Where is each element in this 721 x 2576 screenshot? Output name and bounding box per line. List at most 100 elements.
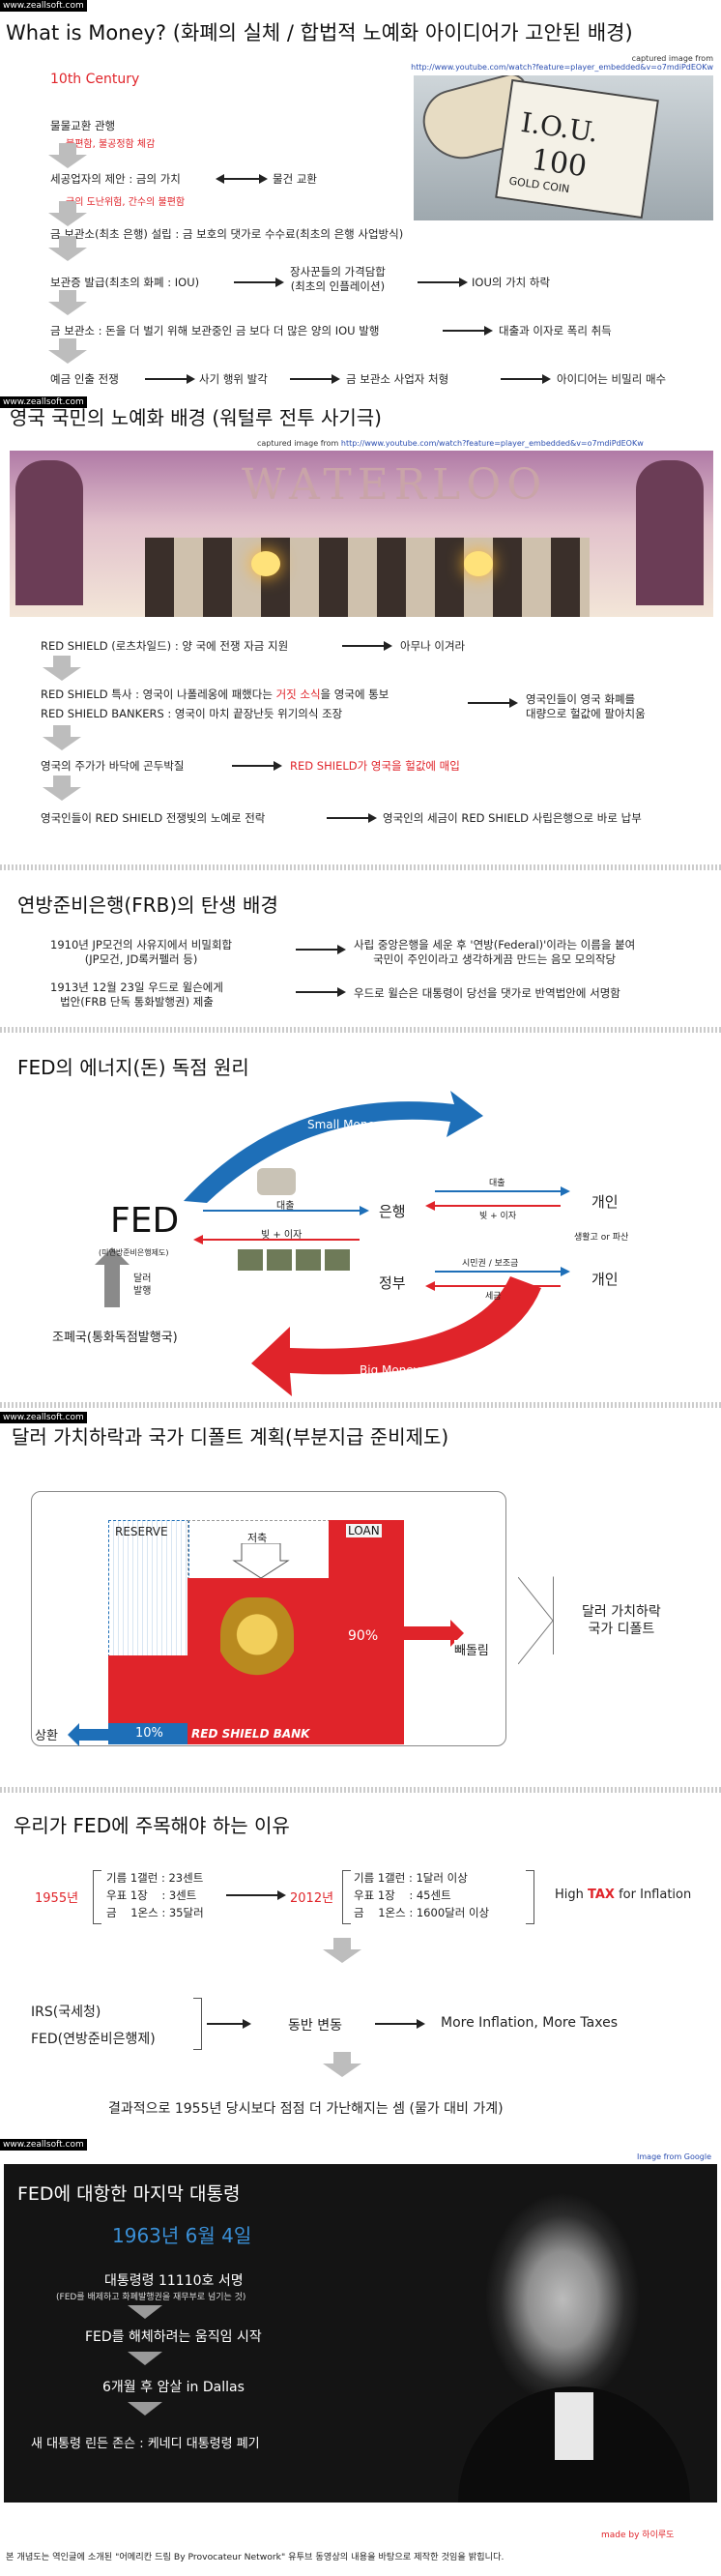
eagle-emblem-icon xyxy=(220,1597,294,1690)
reserve-label: RESERVE xyxy=(115,1525,168,1538)
s3-row0b: 사립 중앙은행을 세운 후 '연방(Federal)'이라는 이름을 붙여 국민… xyxy=(354,938,636,966)
section-divider xyxy=(0,864,721,870)
arrow-icon xyxy=(207,2019,251,2029)
jfk-shirt xyxy=(555,2392,593,2460)
bank-label: 은행 xyxy=(379,1203,406,1220)
section-fractional-reserve: www.zeallsoft.com 달러 가치하락과 국가 디폴트 계획(부분지… xyxy=(0,1412,721,1770)
arrow-icon xyxy=(145,374,195,384)
year-1955: 1955년 xyxy=(35,1891,79,1906)
repay-arrow xyxy=(77,1729,110,1741)
section-title: 영국 국민의 노예화 배경 (워털루 전투 사기극) xyxy=(10,406,382,429)
big-money-arrow xyxy=(251,1276,541,1396)
list-2012-1: 우표 1장 : 45센트 xyxy=(354,1888,451,1902)
s2-row3b: 영국인의 세금이 RED SHIELD 사립은행으로 바로 납부 xyxy=(383,811,642,825)
jfk-date: 1963년 6월 4일 xyxy=(112,2224,252,2247)
loan-label: 대출 xyxy=(276,1201,295,1212)
repay-arrow-head xyxy=(68,1723,79,1746)
s1-row4b: 대출과 이자로 폭리 취득 xyxy=(499,324,612,337)
brace-irs-fed xyxy=(193,1998,202,2050)
assassination: 6개월 후 암살 in Dallas xyxy=(102,2380,245,2395)
waterloo-text: WATERLOO xyxy=(242,460,548,510)
repay-label: 상환 xyxy=(35,1729,58,1743)
section-divider xyxy=(0,1402,721,1408)
arrow-icon xyxy=(232,761,282,771)
iou-illustration: I.O.U. 100 GOLD COIN xyxy=(414,75,713,220)
order-abolished: 새 대통령 린든 존슨 : 케네디 대통령령 폐기 xyxy=(31,2437,260,2451)
section-fed-monopoly: FED의 에너지(돈) 독점 원리 Small Money Big Money … xyxy=(0,1037,721,1404)
bond-label: 시민권 / 보조금 xyxy=(462,1259,519,1269)
reserve-box: RESERVE xyxy=(108,1520,189,1657)
down-arrow xyxy=(43,776,81,801)
s1-row2: 금 보관소(최초 은행) 설립 : 금 보호의 댓가로 수수료(최초의 은행 사… xyxy=(50,227,404,241)
brace-right xyxy=(526,1870,534,1924)
section-title: 연방준비은행(FRB)의 탄생 배경 xyxy=(17,893,278,917)
hardship-label: 생활고 or 파산 xyxy=(574,1233,629,1243)
down-arrow xyxy=(323,1938,361,1963)
big-money-label: Big Money xyxy=(360,1363,420,1377)
down-arrow xyxy=(48,290,87,315)
made-by: made by 하이루도 xyxy=(601,2531,675,2540)
s3-row1a: 1913년 12월 23일 우드로 윌슨에게 법안(FRB 단독 통화발행권) … xyxy=(50,981,223,1009)
government-label: 정부 xyxy=(379,1274,406,1292)
arrow-icon xyxy=(296,987,346,997)
s2-row0a: RED SHIELD (로츠차일드) : 양 국에 전쟁 자금 지원 xyxy=(41,639,289,653)
money-flow-arrows xyxy=(95,1091,570,1396)
down-arrow xyxy=(48,338,87,364)
s2-row0b: 아무나 이겨라 xyxy=(400,639,466,653)
bank-body xyxy=(187,1578,329,1744)
arrow-icon xyxy=(234,278,284,287)
century-label: 10th Century xyxy=(50,72,140,87)
watermark: www.zeallsoft.com xyxy=(0,0,87,12)
s2-row1a4: RED SHIELD BANKERS : 영국이 마치 끝장난듯 위기의식 조장 xyxy=(41,707,343,720)
arrow-icon xyxy=(418,278,468,287)
section-title: 우리가 FED에 주목해야 하는 이유 xyxy=(14,1814,290,1837)
individual-label-2: 개인 xyxy=(591,1271,619,1288)
down-arrow xyxy=(48,236,87,261)
s1-row3b: 장사꾼들의 가격담합 (최초의 인플레이션) xyxy=(290,265,386,293)
section-frb-birth: 연방준비은행(FRB)의 탄생 배경 1910년 JP모건의 사유지에서 비밀회… xyxy=(0,874,721,1029)
s1-note1: 금의 도난위험, 간수의 불편함 xyxy=(66,197,186,208)
diagram-frame xyxy=(31,1491,506,1746)
down-arrow xyxy=(323,2052,361,2077)
image-caption: captured image from http://www.youtube.c… xyxy=(411,54,713,72)
explosion-right xyxy=(464,551,493,576)
section-what-is-money: www.zeallsoft.com What is Money? (화폐의 실체… xyxy=(0,0,721,396)
s2-row1b: 영국인들이 영국 화폐를 대량으로 헐값에 팔아치움 xyxy=(526,692,646,720)
banker-right xyxy=(636,460,704,605)
arrow-icon xyxy=(468,698,518,708)
high-tax-label: High TAX for Inflation xyxy=(555,1888,692,1902)
percent-90: 90% xyxy=(348,1628,379,1644)
section-why-fed: 우리가 FED에 주목해야 하는 이유 1955년 기름 1갤런 : 23센트 … xyxy=(0,1797,721,2133)
section-divider xyxy=(0,1027,721,1033)
issue-arrow xyxy=(95,1247,130,1307)
debt-interest-label: 빚 + 이자 xyxy=(261,1230,303,1241)
joint-label: 동반 변동 xyxy=(288,2018,342,2034)
list-1955-2: 금 1온스 : 35달러 xyxy=(106,1906,204,1919)
explosion-left xyxy=(251,551,280,576)
arrow-icon xyxy=(443,326,493,336)
tax-label: 세금 xyxy=(485,1292,502,1302)
s2-row2a: 영국의 주가가 바닥에 곤두박질 xyxy=(41,759,185,773)
s2-row2b: RED SHIELD가 영국을 헐값에 매입 xyxy=(290,759,460,773)
arrow-icon xyxy=(327,813,377,823)
percent-10: 10% xyxy=(135,1726,163,1741)
s1-row1: 세공업자의 제안 : 금의 가치 xyxy=(50,172,181,186)
conclusion-label: 결과적으로 1955년 당시보다 점점 더 가난해지는 셈 (물가 대비 가계) xyxy=(108,2101,504,2117)
fed-sub: (미연방준비은행제도) xyxy=(99,1248,169,1257)
arrow-icon xyxy=(290,374,340,384)
section-jfk: www.zeallsoft.com Image from Google FED에… xyxy=(0,2137,721,2576)
watermark: www.zeallsoft.com xyxy=(0,1412,87,1423)
year-2012: 2012년 xyxy=(290,1891,334,1906)
mint-label: 조폐국(통화독점발행국) xyxy=(52,1331,178,1345)
jfk-panel: FED에 대항한 마지막 대통령 1963년 6월 4일 대통령령 11110호… xyxy=(4,2164,717,2503)
savings-label: 저축 xyxy=(247,1532,268,1544)
arrow-icon xyxy=(296,945,346,954)
debt-interest2-label: 빚 + 이자 xyxy=(479,1212,517,1221)
image-caption: captured image from http://www.youtube.c… xyxy=(257,439,644,448)
down-arrow xyxy=(48,143,87,168)
s3-row0a: 1910년 JP모건의 사유지에서 비밀회합 (JP모건, JD록커펠러 등) xyxy=(50,938,233,966)
chevron-right-icon xyxy=(517,1576,554,1665)
money-bag-icon xyxy=(257,1168,296,1195)
s1-row1b: 물건 교환 xyxy=(273,172,317,186)
watermark: www.zeallsoft.com xyxy=(0,396,87,408)
